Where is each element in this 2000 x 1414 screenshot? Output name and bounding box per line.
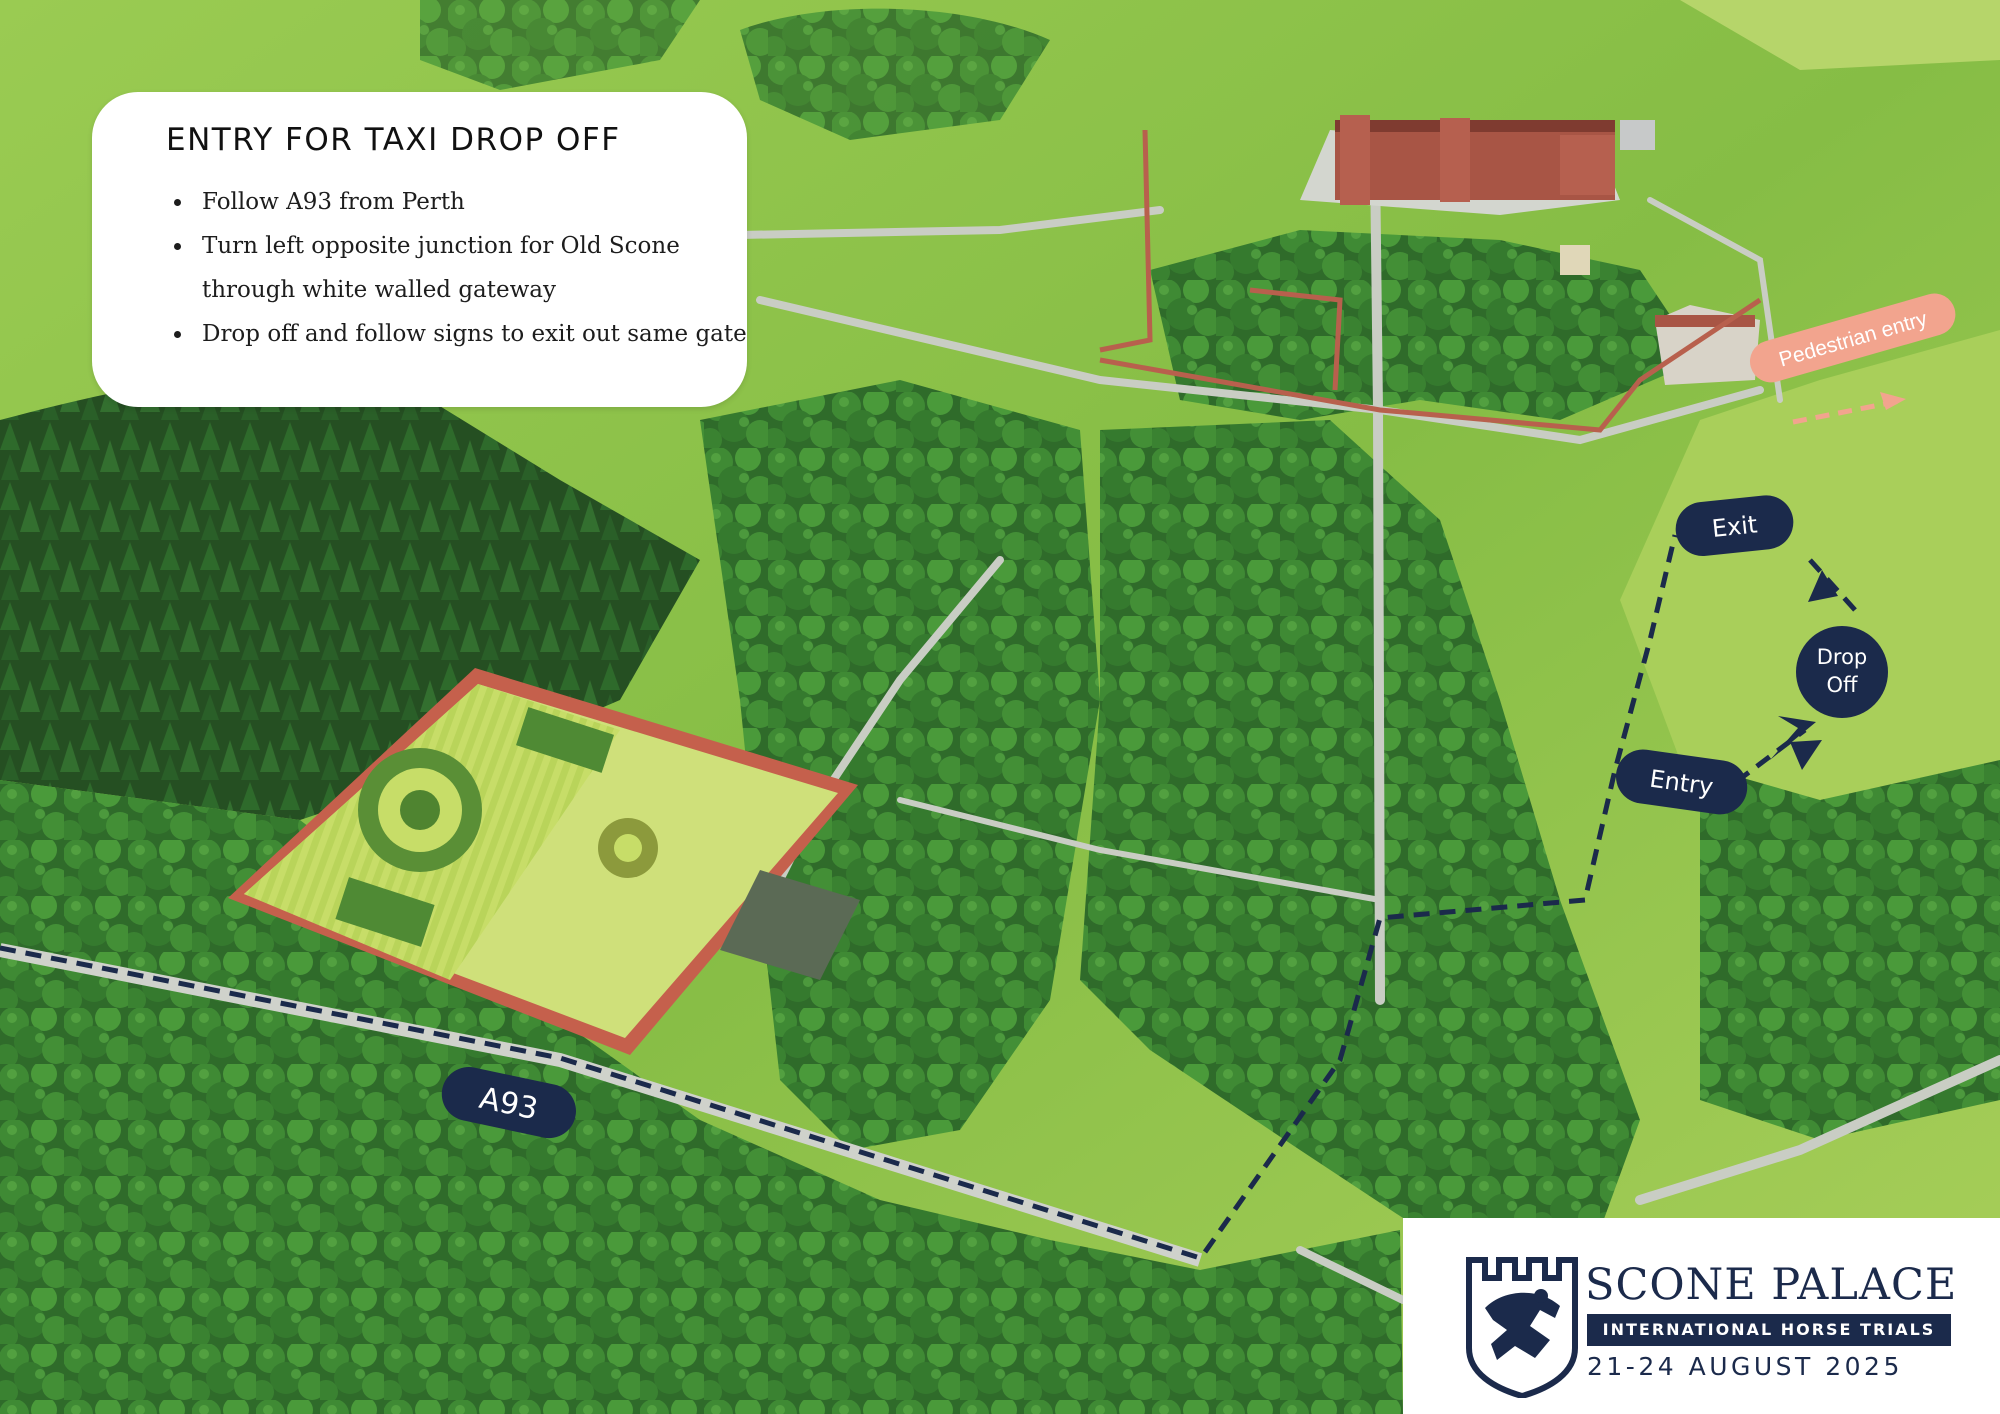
exit-label: Exit	[1675, 495, 1794, 557]
logo-subtitle: INTERNATIONAL HORSE TRIALS	[1587, 1314, 1951, 1346]
pedestrian-route	[1792, 392, 1906, 425]
entry-exit-route	[0, 534, 1857, 1261]
instruction-item: Follow A93 from Perth	[194, 180, 707, 224]
instruction-item-continuation: through white walled gateway	[202, 277, 557, 303]
drop-off-text-line2: Off	[1827, 673, 1859, 697]
entry-label: Entry	[1615, 749, 1748, 815]
logo-dates: 21-24 AUGUST 2025	[1587, 1352, 1903, 1381]
instruction-item: Drop off and follow signs to exit out sa…	[194, 312, 747, 356]
info-title: ENTRY FOR TAXI DROP OFF	[166, 122, 621, 158]
drop-off-marker: Drop Off	[1796, 626, 1888, 718]
horse-shield-icon	[1466, 1257, 1578, 1398]
walled-garden	[228, 668, 860, 1055]
taxi-instructions-card: ENTRY FOR TAXI DROP OFF Follow A93 from …	[92, 92, 747, 407]
instruction-list: Follow A93 from Perth Turn left opposite…	[166, 180, 747, 356]
instruction-item: Turn left opposite junction for Old Scon…	[194, 224, 707, 268]
scone-palace-building	[1300, 115, 1760, 385]
exit-text: Exit	[1711, 510, 1759, 543]
event-logo: SCONE PALACE INTERNATIONAL HORSE TRIALS …	[1403, 1218, 2000, 1414]
rabbit-garden-walls	[1099, 129, 1762, 433]
route-arrows	[1770, 570, 1838, 770]
logo-name: SCONE PALACE	[1585, 1260, 1958, 1310]
a93-label: A93	[441, 1067, 577, 1139]
drop-off-text-line1: Drop	[1817, 645, 1868, 669]
